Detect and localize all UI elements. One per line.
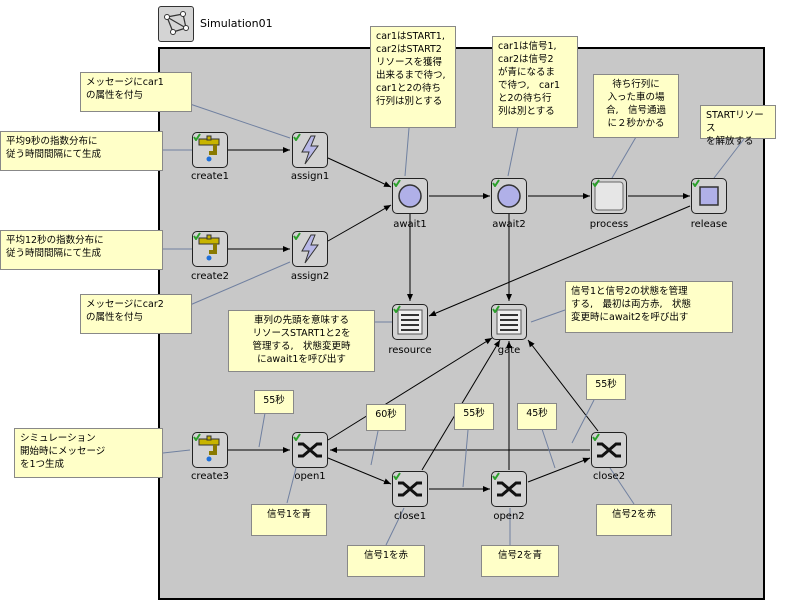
ready-check-icon <box>293 433 301 441</box>
open1-node[interactable] <box>292 432 328 468</box>
open1-label: open1 <box>294 471 326 482</box>
note-gate-description: 信号1と信号2の状態を管理 する, 最初は両方赤, 状態 変更時にawait2を… <box>565 281 733 333</box>
await1-node[interactable] <box>392 178 428 214</box>
list-icon <box>496 309 522 335</box>
network-icon <box>158 6 194 42</box>
note-create3-description: シミュレーション 開始時にメッセージ を1つ生成 <box>14 428 163 478</box>
create1-label: create1 <box>190 171 230 182</box>
ready-check-icon <box>492 305 500 313</box>
diagram-title: Simulation01 <box>200 17 273 30</box>
note-delay-open1: 55秒 <box>254 390 294 414</box>
await2-node[interactable] <box>491 178 527 214</box>
shuffle-icon <box>398 481 422 497</box>
shuffle-icon <box>597 442 621 458</box>
note-assign1-message: メッセージにcar1 の属性を付与 <box>80 72 192 112</box>
close2-node[interactable] <box>591 432 627 468</box>
assign2-node[interactable] <box>292 231 328 267</box>
ready-check-icon <box>393 305 401 313</box>
edge-assign2-await1 <box>327 204 392 242</box>
edge-open1-close1 <box>327 457 392 485</box>
ready-check-icon <box>492 472 500 480</box>
ready-check-icon <box>193 433 201 441</box>
process-node[interactable] <box>591 178 627 214</box>
note-await2-description: car1は信号1, car2は信号2 が青になるま で待つ, car1 と2の待… <box>492 36 578 128</box>
create3-node[interactable] <box>192 432 228 468</box>
ready-check-icon <box>492 179 500 187</box>
ready-check-icon <box>193 133 201 141</box>
ready-check-icon <box>193 232 201 240</box>
resource-node[interactable] <box>392 304 428 340</box>
note-assign2-message: メッセージにcar2 の属性を付与 <box>80 294 192 334</box>
ready-check-icon <box>692 179 700 187</box>
note-close1-description: 信号1を赤 <box>347 545 425 577</box>
open2-label: open2 <box>493 511 525 522</box>
resource-label: resource <box>388 345 432 356</box>
edge-release-resource <box>428 205 691 317</box>
assign1-node[interactable] <box>292 132 328 168</box>
note-close2-description: 信号2を赤 <box>596 504 672 536</box>
list-icon <box>397 309 423 335</box>
note-open2-description: 信号2を青 <box>481 545 559 577</box>
create2-node[interactable] <box>192 231 228 267</box>
create3-label: create3 <box>190 471 230 482</box>
note-await1-description: car1はSTART1, car2はSTART2 リソースを獲得 出来るまで待つ… <box>370 26 456 128</box>
open2-node[interactable] <box>491 471 527 507</box>
ready-check-icon <box>393 179 401 187</box>
release-node[interactable] <box>691 178 727 214</box>
faucet-icon <box>198 435 220 462</box>
await1-label: await1 <box>393 219 427 230</box>
note-delay-close2: 45秒 <box>517 403 557 430</box>
shuffle-icon <box>298 442 322 458</box>
release-square-icon <box>699 186 719 206</box>
assign1-label: assign1 <box>290 171 330 182</box>
note-delay-reopen1: 55秒 <box>586 374 626 400</box>
note-open1-description: 信号1を青 <box>251 504 327 536</box>
close2-label: close2 <box>592 471 626 482</box>
gate-label: gate <box>497 345 521 356</box>
edge-open2-close2 <box>527 457 591 483</box>
shuffle-icon <box>497 481 521 497</box>
note-process-description: 待ち行列に 入った車の場 合, 信号通過 に２秒かかる <box>593 74 679 138</box>
note-release-description: STARTリソース を解放する <box>700 105 776 147</box>
ready-check-icon <box>293 133 301 141</box>
wait-circle-icon <box>497 184 521 208</box>
ready-check-icon <box>592 179 600 187</box>
process-box-icon <box>594 181 624 211</box>
lightning-icon <box>301 234 319 264</box>
note-create1-generation: 平均9秒の指数分布に 従う時間間隔にて生成 <box>0 131 163 171</box>
ready-check-icon <box>293 232 301 240</box>
edge-assign1-await1 <box>327 157 392 188</box>
create1-node[interactable] <box>192 132 228 168</box>
lightning-icon <box>301 135 319 165</box>
note-delay-open2: 55秒 <box>454 403 494 430</box>
edge-open1-gate <box>327 337 493 441</box>
ready-check-icon <box>592 433 600 441</box>
assign2-label: assign2 <box>290 271 330 282</box>
faucet-icon <box>198 234 220 261</box>
release-label: release <box>690 219 728 230</box>
note-create2-generation: 平均12秒の指数分布に 従う時間間隔にて生成 <box>0 230 163 270</box>
ready-check-icon <box>393 472 401 480</box>
process-label: process <box>589 219 629 230</box>
note-resource-description: 車列の先頭を意味する リソースSTART1と2を 管理する, 状態変更時 にaw… <box>228 310 375 372</box>
wait-circle-icon <box>398 184 422 208</box>
close1-node[interactable] <box>392 471 428 507</box>
create2-label: create2 <box>190 271 230 282</box>
note-delay-close1: 60秒 <box>366 404 406 431</box>
gate-node[interactable] <box>491 304 527 340</box>
close1-label: close1 <box>393 511 427 522</box>
await2-label: await2 <box>492 219 526 230</box>
faucet-icon <box>198 135 220 162</box>
